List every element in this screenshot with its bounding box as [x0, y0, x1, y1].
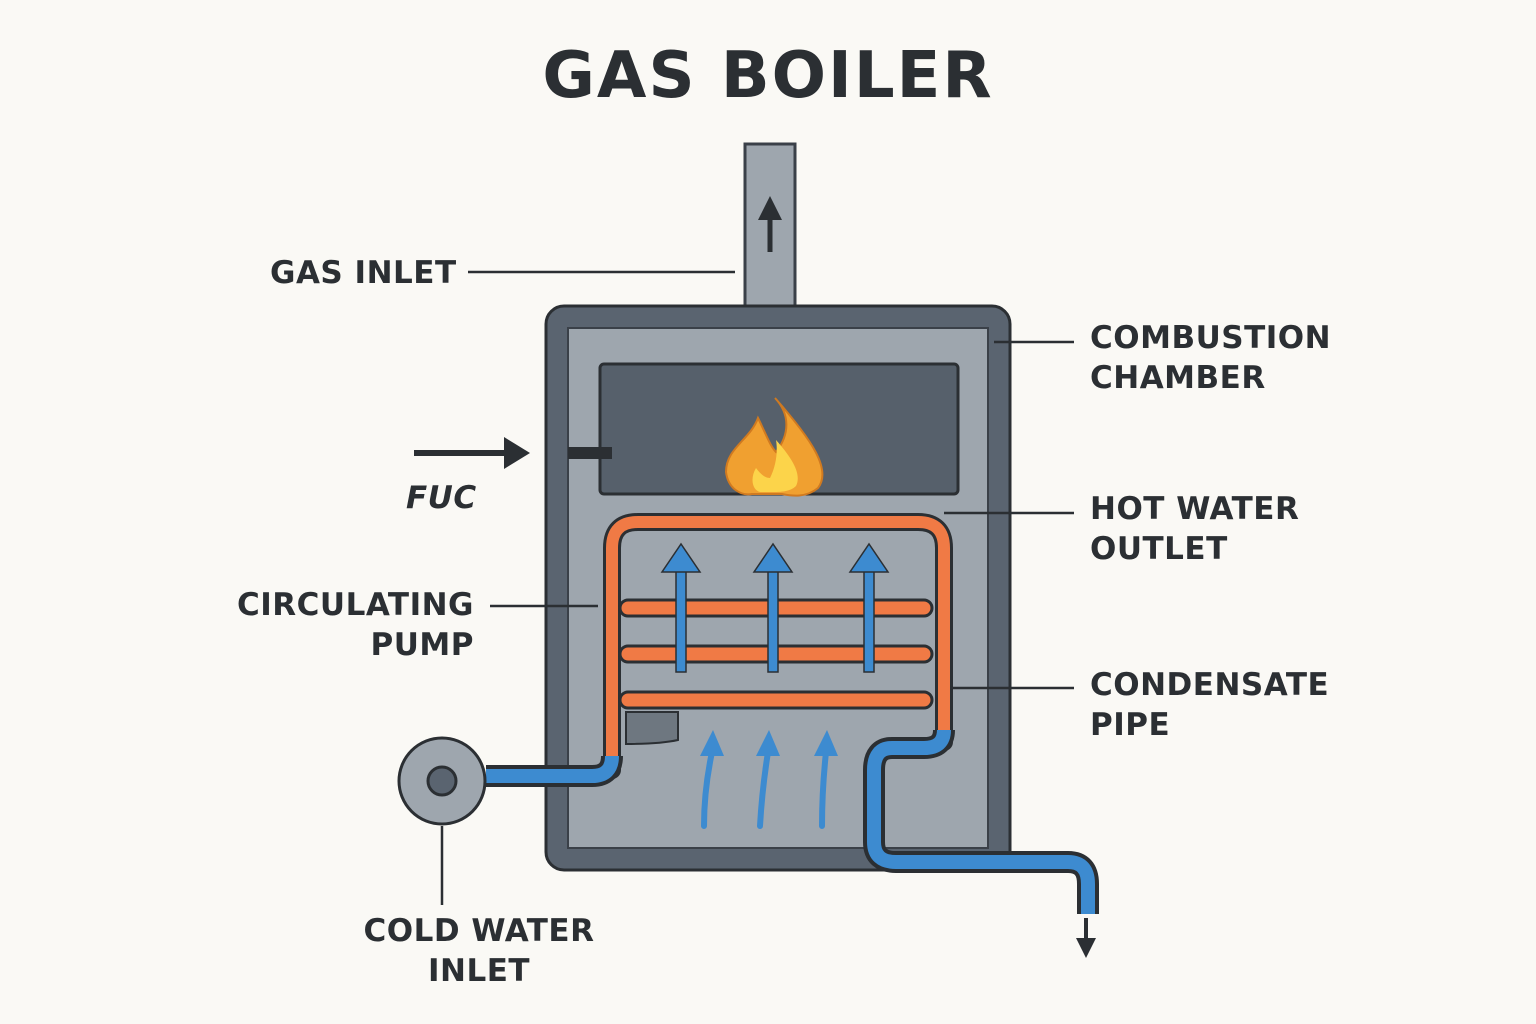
gas-inlet-arrow-icon: [414, 437, 530, 469]
circulating-pump-icon: [397, 736, 487, 826]
leader-lines: [440, 270, 1074, 905]
label-hot-water-outlet-line2: OUTLET: [1090, 531, 1228, 567]
page-title: GAS BOILER: [542, 39, 994, 113]
label-circulating-pump-line1: CIRCULATING: [237, 587, 474, 623]
label-combustion-chamber-line2: CHAMBER: [1090, 360, 1266, 396]
label-condensate-pipe-line2: PIPE: [1090, 707, 1171, 743]
label-cold-water-inlet-line2: INLET: [427, 953, 531, 989]
flue-up-arrow-icon: [758, 196, 782, 252]
label-cold-water-inlet: COLD WATER INLET: [340, 911, 618, 991]
label-circulating-pump: CIRCULATING PUMP: [170, 585, 474, 665]
label-gas-inlet: GAS INLET: [270, 255, 457, 291]
label-condensate-pipe-line1: CONDENSATE: [1090, 667, 1330, 703]
label-condensate-pipe: CONDENSATE PIPE: [1090, 665, 1329, 745]
label-hot-water-outlet-line1: HOT WATER: [1090, 491, 1300, 527]
label-combustion-chamber-line1: COMBUSTION: [1090, 320, 1332, 356]
label-circulating-pump-line2: PUMP: [370, 627, 474, 663]
label-fuc: FUC: [406, 480, 477, 516]
drain-down-arrow-icon: [1076, 918, 1096, 958]
exchanger-baffle: [625, 711, 679, 746]
air-flow-arrows-icon: [701, 749, 829, 829]
gas-inlet-nozzle: [568, 447, 612, 459]
flame-icon: [724, 397, 824, 497]
label-hot-water-outlet: HOT WATER OUTLET: [1090, 489, 1299, 569]
hot-air-arrows-icon: [660, 542, 890, 673]
label-combustion-chamber: COMBUSTION CHAMBER: [1090, 318, 1331, 398]
label-cold-water-inlet-line1: COLD WATER: [363, 913, 595, 949]
